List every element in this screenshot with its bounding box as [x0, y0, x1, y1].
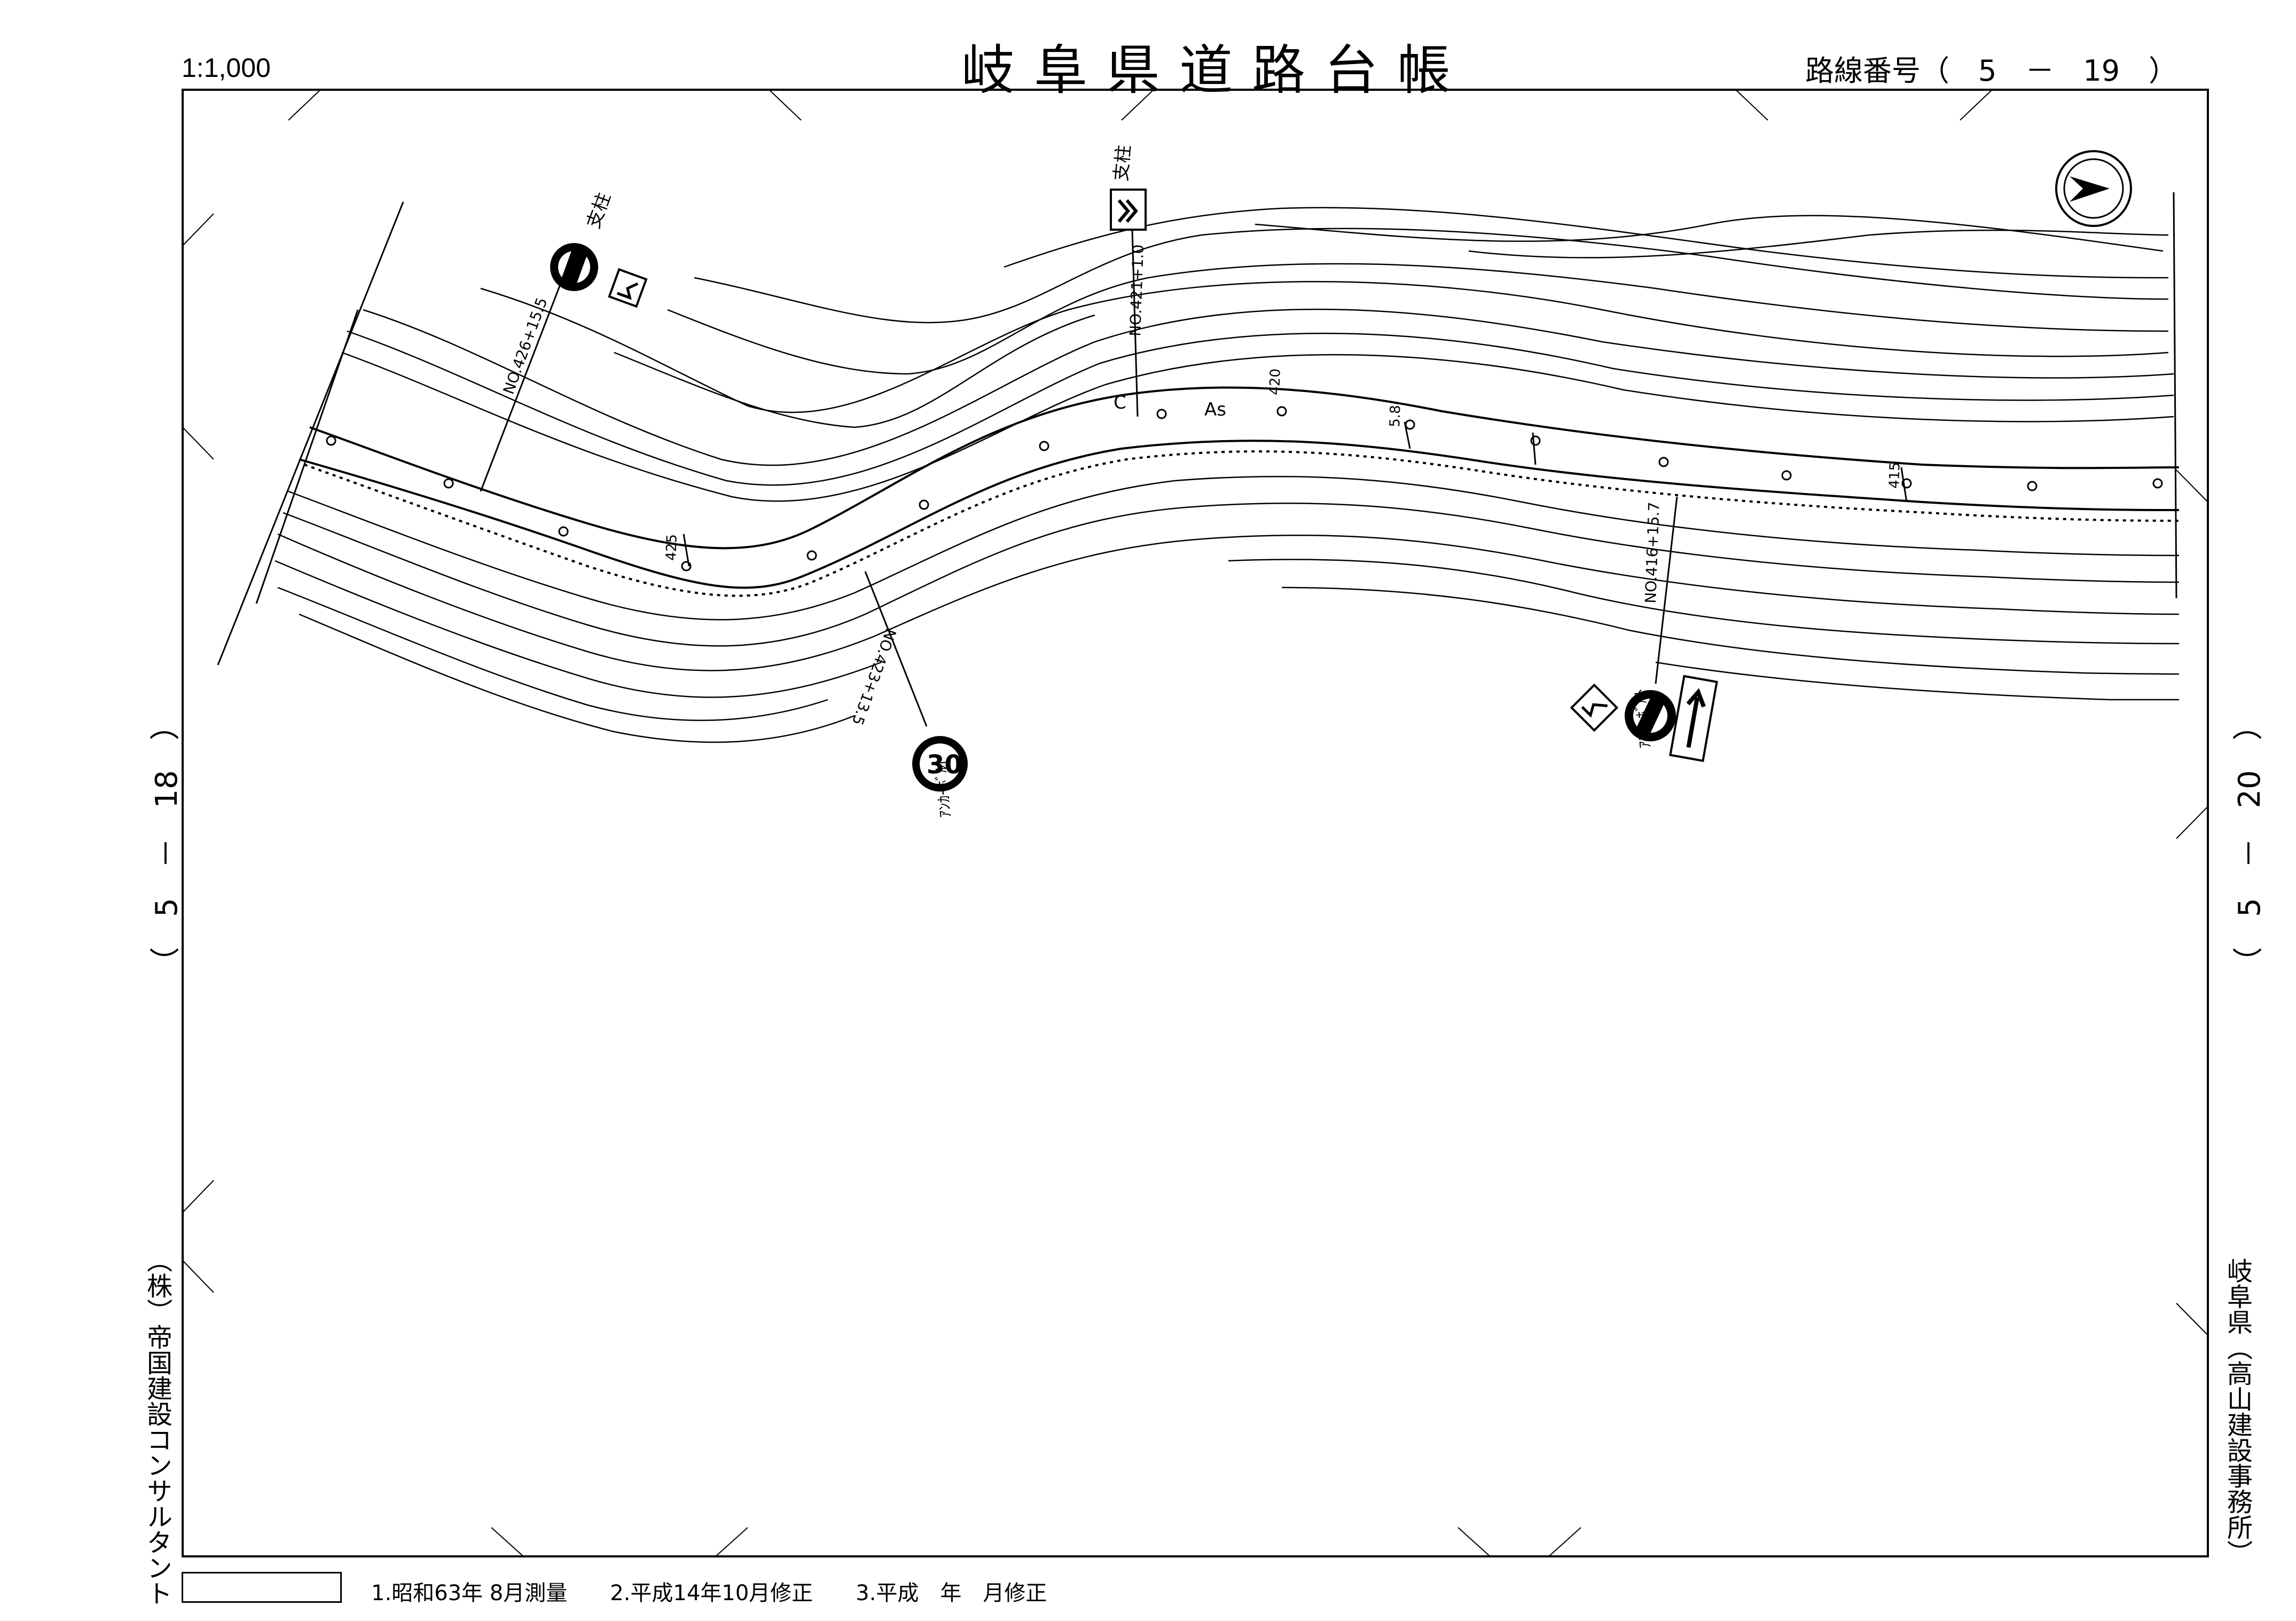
- station-leader-2: [1131, 229, 1139, 417]
- contour-lines-north: [341, 207, 2174, 502]
- station-leader-1: [480, 283, 562, 492]
- speed-limit-sign-icon: [912, 736, 968, 792]
- route-number: 路線番号（ 5 － 19 ）: [1805, 54, 2178, 88]
- boundary-line: [255, 309, 359, 604]
- map-scale: 1:1,000: [182, 53, 271, 83]
- winding-road-sign-icon: [1570, 683, 1619, 732]
- survey-points: [326, 406, 2163, 571]
- elevation-420: 420: [1267, 369, 1284, 396]
- office-name: 岐阜県（高山建設事務所）: [2222, 1258, 2252, 1565]
- station-label-3: NO.423+13.5: [848, 627, 899, 728]
- boundary-line: [2173, 192, 2177, 599]
- map-frame: [182, 89, 2209, 1557]
- post-label-2: 支柱: [1110, 144, 1135, 182]
- no-overtaking-sign-icon: [1625, 690, 1676, 741]
- elevation-425: 425: [663, 534, 680, 561]
- station-label-1: NO.426+15.5: [500, 295, 551, 397]
- page-title: 岐阜県道路台帳: [961, 39, 1470, 101]
- station-label-4: NO.416+15.7: [1642, 502, 1663, 604]
- speed-limit-value: 30: [927, 750, 962, 780]
- consultant-name: （株）帝国建設コンサルタント: [142, 1247, 172, 1606]
- boundary-line: [217, 201, 404, 665]
- width-5-8: 5.8: [1387, 405, 1404, 427]
- north-arrow-icon: [2055, 150, 2132, 227]
- elevation-415: 415: [1886, 462, 1903, 489]
- pavement-type: As: [1204, 399, 1226, 420]
- curb-mark: C: [1114, 392, 1126, 413]
- station-leader-3: [864, 571, 928, 727]
- winding-road-sign-icon: [608, 268, 648, 308]
- revision-notes: 1.昭和63年 8月測量 2.平成14年10月修正 3.平成 年 月修正: [371, 1581, 1047, 1606]
- contour-lines-south: [275, 475, 2180, 743]
- post-label-1: 支柱: [583, 190, 615, 231]
- station-leader-4: [1655, 496, 1678, 684]
- no-entry-sign-icon: [550, 243, 598, 291]
- chevron-sign-icon: [1110, 189, 1147, 231]
- station-label-2: NO.421+1.0: [1126, 244, 1147, 336]
- legend-box: [182, 1572, 342, 1603]
- grid-ticks: [182, 89, 2208, 1557]
- road-edges: [299, 386, 2180, 597]
- one-way-arrow-sign-icon: [1669, 675, 1718, 762]
